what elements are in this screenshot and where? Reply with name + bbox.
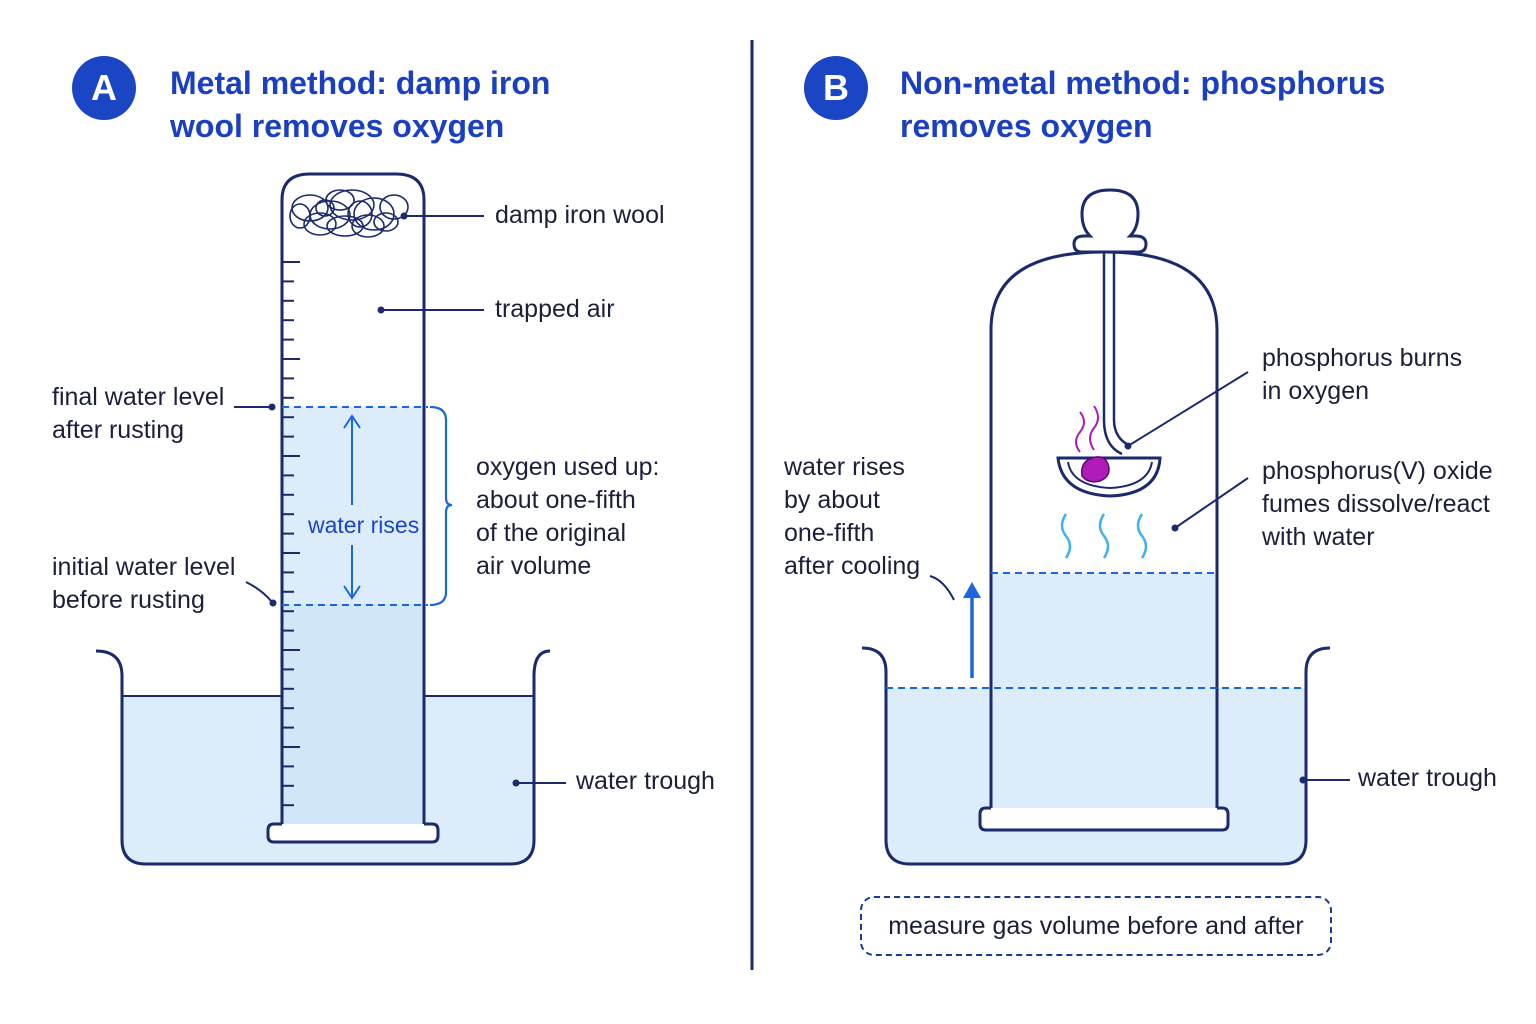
trough-a-outline — [95, 649, 551, 866]
leader-oxide-dot — [1171, 524, 1179, 532]
label-final-level-2: after rusting — [52, 416, 185, 444]
measure-note-box: measure gas volume before and after — [860, 896, 1332, 956]
leader-trough-a-dot — [512, 779, 520, 787]
label-oxide-2: fumes dissolve/react — [1262, 490, 1490, 518]
label-rises-4: after cooling — [784, 552, 921, 580]
phosphorus-lump — [1080, 456, 1110, 483]
label-trapped-air: trapped air — [495, 295, 615, 323]
label-rises-1: water rises — [784, 453, 905, 481]
spoon-rod — [1102, 252, 1131, 456]
label-rises-3: one-fifth — [784, 519, 875, 547]
measure-note-text: measure gas volume before and after — [888, 911, 1304, 940]
tube-water-below-initial — [282, 605, 424, 827]
leader-initial-level-dot — [269, 599, 277, 607]
label-initial-level-1: initial water level — [52, 553, 236, 581]
iron-wool — [289, 189, 409, 238]
leader-final-level-dot — [268, 403, 276, 411]
label-oxide-1: phosphorus(V) oxide — [1262, 457, 1493, 485]
label-burns-2: in oxygen — [1262, 377, 1370, 405]
label-iron-wool: damp iron wool — [495, 201, 665, 229]
bell-jar-rim — [978, 806, 1230, 832]
label-oxygen-3: of the original — [476, 519, 627, 547]
leader-rises — [929, 575, 955, 601]
panel-b-title-line2: removes oxygen — [900, 108, 1153, 144]
panel-b-apparatus — [861, 188, 1350, 866]
label-oxygen-2: about one-fifth — [476, 486, 636, 514]
label-initial-level-2: before rusting — [52, 586, 205, 614]
bell-jar-water — [991, 573, 1217, 809]
leader-trough-b-dot — [1299, 776, 1307, 784]
panel-a-apparatus — [95, 172, 566, 866]
label-oxygen-1: oxygen used up: — [476, 453, 660, 481]
leader-trapped-air-dot — [377, 306, 385, 314]
water-rise-arrow — [343, 414, 361, 600]
label-final-level-1: final water level — [52, 383, 225, 411]
leader-burns — [1127, 371, 1249, 447]
badge-b: B — [804, 56, 868, 120]
rise-arrow-head — [963, 582, 981, 598]
tube-base — [266, 822, 440, 844]
leader-burns-dot — [1124, 442, 1132, 450]
spoon-bowl-inner — [1067, 461, 1153, 490]
leader-initial-level — [245, 581, 273, 603]
panel-b-title-line1: Non-metal method: phosphorus — [900, 65, 1386, 101]
bell-jar-stopper — [1072, 188, 1148, 254]
measuring-tube — [280, 172, 426, 824]
oxygen-brace — [429, 405, 453, 607]
trough-b-outline — [861, 646, 1331, 866]
label-rises-2: by about — [784, 486, 880, 514]
badge-a: A — [72, 56, 136, 120]
label-oxygen-4: air volume — [476, 552, 592, 580]
graduation-marks — [282, 261, 300, 807]
panel-a-title-line2: wool removes oxygen — [170, 108, 505, 144]
label-trough-b: water trough — [1358, 764, 1497, 792]
label-burns-1: phosphorus burns — [1262, 344, 1463, 372]
oxide-fumes — [1060, 513, 1148, 559]
panel-a-title-line1: Metal method: damp iron — [170, 65, 551, 101]
label-trough-a: water trough — [576, 767, 715, 795]
phosphorus-smoke — [1075, 405, 1099, 453]
leader-iron-wool-dot — [400, 212, 408, 220]
label-water-rises-a: water rises — [308, 512, 420, 538]
label-oxide-3: with water — [1262, 523, 1375, 551]
leader-oxide — [1174, 477, 1249, 529]
